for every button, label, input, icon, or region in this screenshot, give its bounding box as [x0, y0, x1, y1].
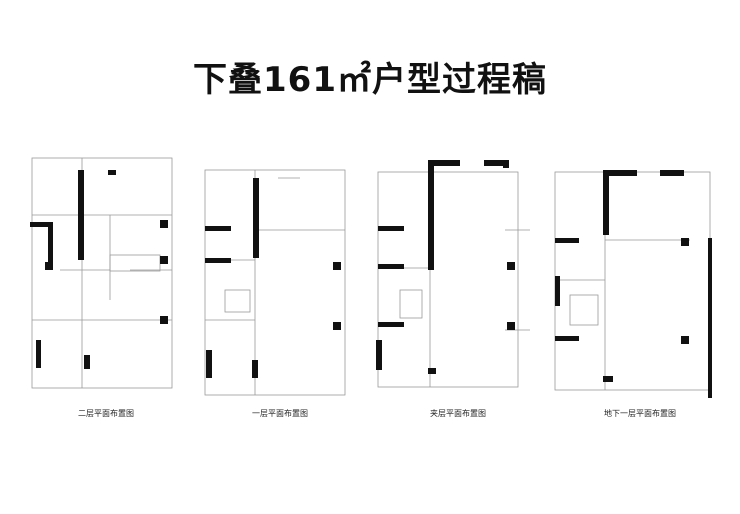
plan-caption: 夹层平面布置图	[430, 409, 486, 418]
plan-caption: 二层平面布置图	[78, 409, 134, 418]
plan-caption: 一层平面布置图	[252, 409, 308, 418]
plan-caption: 地下一层平面布置图	[604, 409, 676, 418]
page-title: 下叠161㎡户型过程稿	[193, 60, 547, 100]
